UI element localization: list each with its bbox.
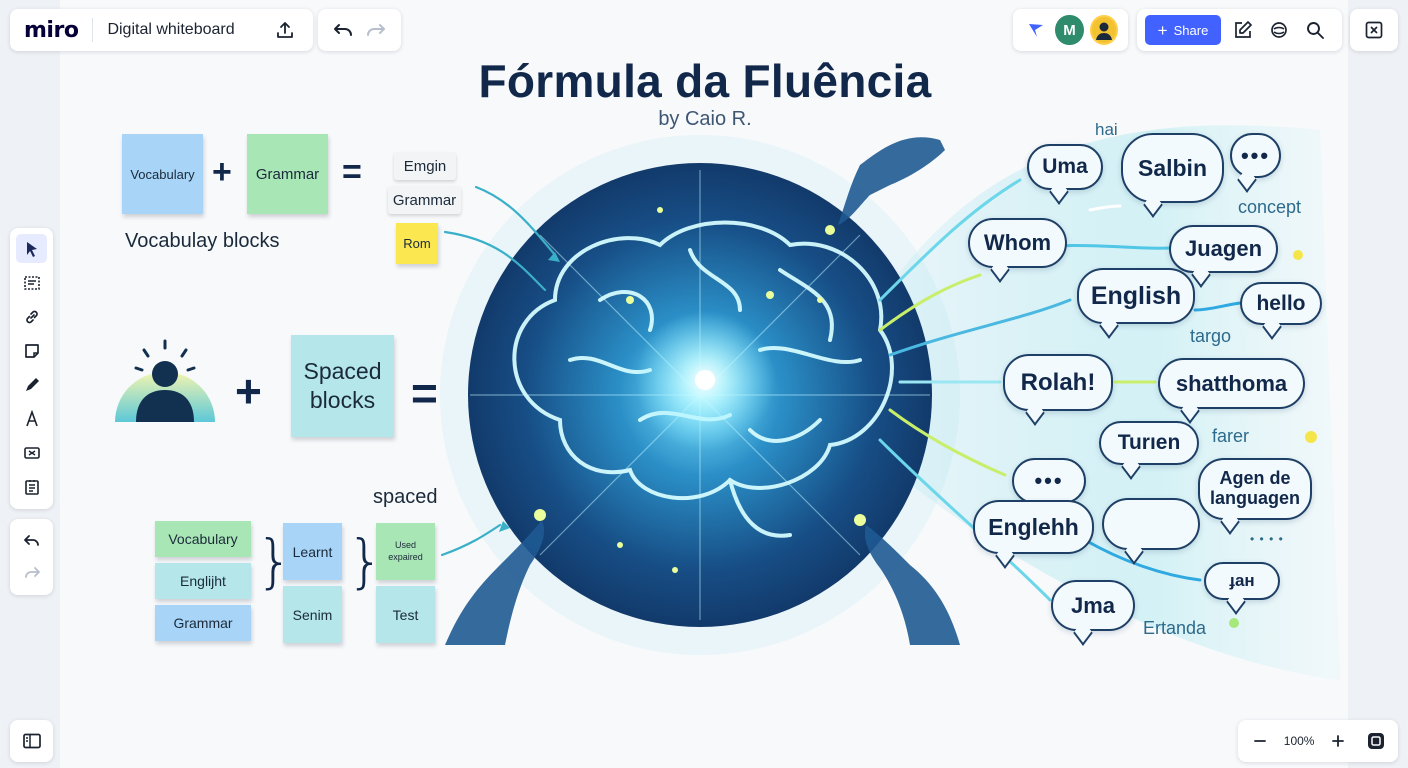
sticky-note-tool-icon[interactable] [16,336,47,365]
bubble-whom[interactable]: Whom [968,218,1067,268]
template-tool-icon[interactable] [16,472,47,501]
bubble-englehh[interactable]: Englehh [973,500,1094,554]
bubble-juagen[interactable]: Juagen [1169,225,1278,273]
sticky-vocabulary[interactable]: Vocabulary [122,134,203,214]
word-ertanda: Ertanda [1143,618,1207,638]
reaction-flag-icon[interactable] [1023,16,1049,44]
word-dots: • • • • [1250,532,1284,546]
card-grammar[interactable]: Grammar [388,186,461,214]
undo-canvas-icon[interactable] [18,527,46,555]
sticky-learnt[interactable]: Learnt [283,523,342,580]
fit-to-screen-icon[interactable] [1362,727,1390,755]
word-hai: hai [1095,120,1118,139]
card-emgin[interactable]: Emgin [394,152,456,180]
edit-icon[interactable] [1229,16,1257,44]
bubble-ellipsis-top[interactable]: ••• [1230,133,1281,178]
collaborators-panel: M [1013,9,1128,51]
bubble-english[interactable]: English [1077,268,1195,324]
bubble-salbin[interactable]: Salbin [1121,133,1224,203]
sticky-test[interactable]: Test [376,586,435,643]
board-header: miro Digital whiteboard [10,9,313,51]
miro-logo: miro [24,17,79,43]
redo-canvas-icon[interactable] [18,559,46,587]
sticky-englijht[interactable]: Englijht [155,563,251,599]
board-name[interactable]: Digital whiteboard [107,21,235,38]
word-targo: targo [1190,326,1232,346]
zoom-controls: 100% [1238,720,1398,762]
avatar-m[interactable]: M [1055,15,1084,45]
zoom-in-icon[interactable] [1324,727,1352,755]
bubble-jah[interactable]: ɟaн [1204,562,1280,600]
bubble-hello[interactable]: hello [1240,282,1322,325]
canvas-history-toolbar [10,519,53,595]
sticky-senim[interactable]: Senim [283,586,342,643]
board-subtitle: by Caio R. [658,108,752,130]
pen-tool-icon[interactable] [16,370,47,399]
equals-sign: = [342,153,362,191]
sticky-spaced-blocks[interactable]: Spaced blocks [291,335,394,437]
plus-icon: + [1157,20,1168,40]
bubble-shatthoma[interactable]: shatthoma [1158,358,1305,409]
close-board-button[interactable] [1350,9,1398,51]
close-icon [1365,21,1383,39]
bubble-ellipsis-mid[interactable]: ••• [1012,458,1086,504]
link-tool-icon[interactable] [16,302,47,331]
sticky-rom[interactable]: Rom [396,223,438,264]
person-icon [115,339,215,422]
history-controls [318,9,401,51]
undo-icon[interactable] [329,16,357,44]
equals-sign-2: = [411,367,438,419]
sticky-vocabulary-2[interactable]: Vocabulary [155,521,251,557]
text-tool-icon[interactable] [16,404,47,433]
sticky-grammar-2[interactable]: Grammar [155,605,251,641]
select-tool-icon[interactable] [16,234,47,263]
bubble-rolah[interactable]: Rolah! [1003,354,1113,411]
bubble-empty[interactable] [1102,498,1200,550]
vocabulary-blocks-caption: Vocabulay blocks [125,230,280,252]
bubble-jma[interactable]: Jma [1051,580,1135,631]
sticky-used-expaired[interactable]: Used expaired [376,523,435,580]
ai-sparkle-icon[interactable] [1265,16,1293,44]
bubble-agen-de-languagen[interactable]: Agen de languagen [1198,458,1312,520]
creation-toolbar [10,228,53,509]
redo-icon[interactable] [362,16,390,44]
bubble-uma[interactable]: Uma [1027,144,1103,190]
toggle-sidebar-button[interactable] [10,720,53,762]
search-icon[interactable] [1301,16,1329,44]
sticky-grammar[interactable]: Grammar [247,134,328,214]
plus-sign-2: + [235,365,262,417]
zoom-level[interactable]: 100% [1283,734,1315,748]
avatar-user[interactable] [1089,15,1118,45]
shape-tool-icon[interactable] [16,438,47,467]
spaced-label: spaced [373,486,438,508]
word-concept: concept [1238,197,1302,217]
board-title: Fórmula da Fluência [478,55,932,107]
share-label: Share [1173,22,1209,38]
sidebar-icon [22,733,41,749]
board-actions: + Share [1137,9,1342,51]
zoom-out-icon[interactable] [1246,727,1274,755]
frame-tool-icon[interactable] [16,268,47,297]
bubble-turien[interactable]: Turıen [1099,421,1199,465]
plus-sign: + [212,153,232,191]
upload-icon[interactable] [271,16,299,44]
share-button[interactable]: + Share [1145,15,1221,45]
word-farer: farer [1212,426,1250,446]
